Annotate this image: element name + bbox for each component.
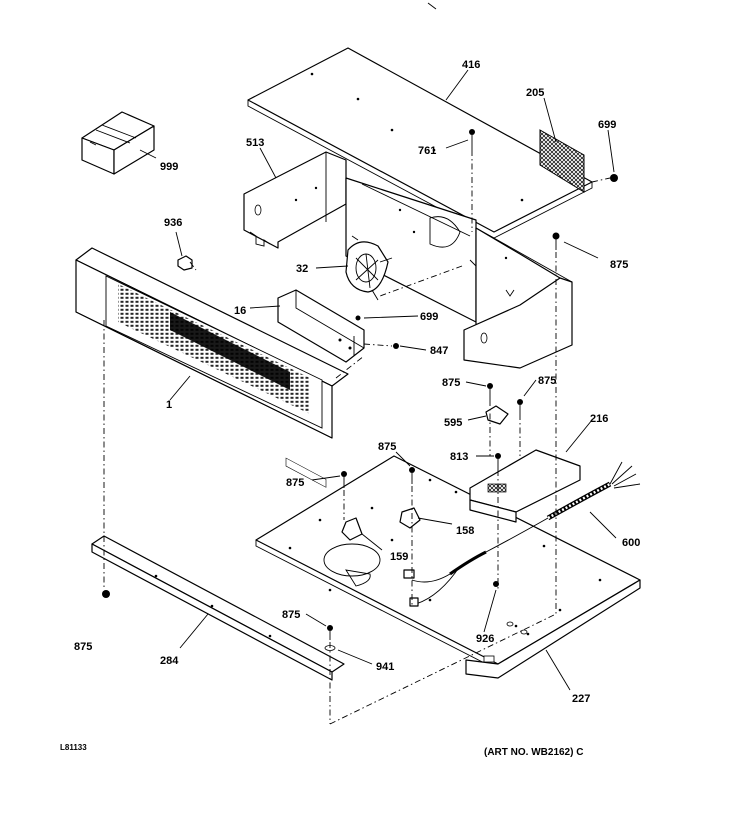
part-999-box <box>81 111 155 175</box>
screw-875-mid2 <box>517 399 523 414</box>
screw-847 <box>393 343 399 349</box>
callout-699: 699 <box>598 119 616 131</box>
callout-16: 16 <box>234 305 246 317</box>
screw-875-right <box>552 232 560 250</box>
part-chassis-wrapper <box>345 177 573 369</box>
callout-416: 416 <box>462 59 480 71</box>
part-936-clip <box>177 255 193 271</box>
callout-158: 158 <box>456 525 474 537</box>
callout-875-center: 875 <box>378 441 396 453</box>
art-number: (ART NO. WB2162) C <box>484 747 583 758</box>
callout-205: 205 <box>526 87 544 99</box>
part-16-control-board <box>277 289 365 488</box>
callout-labels: 416 205 699 999 513 761 936 875 32 16 69… <box>74 59 640 705</box>
callout-926: 926 <box>476 633 494 645</box>
callout-159: 159 <box>390 551 408 563</box>
callout-875: 875 <box>610 259 628 271</box>
callout-847: 847 <box>430 345 448 357</box>
part-284-trim-strip <box>91 535 345 681</box>
callout-284: 284 <box>160 655 179 667</box>
screw-875-mid1 <box>487 383 493 400</box>
part-227-bottom-panel <box>255 455 641 679</box>
callout-813: 813 <box>450 451 468 463</box>
corner-code: L81133 <box>60 743 87 752</box>
screw-761 <box>469 129 475 150</box>
part-513-side-panel <box>243 151 347 249</box>
callout-941: 941 <box>376 661 394 673</box>
leader-lines <box>139 69 617 691</box>
callout-875-mid2: 875 <box>538 375 556 387</box>
part-205-grille <box>539 129 585 193</box>
part-600-power-cord <box>403 461 641 607</box>
alignment-lines <box>103 150 611 725</box>
callout-999: 999 <box>160 161 178 173</box>
clip-595 <box>485 405 509 425</box>
callout-513: 513 <box>246 137 264 149</box>
screw-699-top <box>610 174 618 182</box>
callout-875-low: 875 <box>282 609 300 621</box>
callout-936: 936 <box>164 217 182 229</box>
screw-875-far-left <box>102 590 110 598</box>
callout-1: 1 <box>166 399 172 411</box>
part-216-terminal-block <box>469 449 581 523</box>
callout-761: 761 <box>418 145 436 157</box>
callout-227: 227 <box>572 693 590 705</box>
part-32-fan <box>345 235 393 301</box>
screws <box>102 129 618 651</box>
callout-875-left: 875 <box>286 477 304 489</box>
callout-875-mid1: 875 <box>442 377 460 389</box>
screw-926 <box>493 581 499 587</box>
screw-875-left <box>341 471 347 488</box>
screw-699-mid <box>355 315 361 321</box>
callout-600: 600 <box>622 537 640 549</box>
screw-875-center <box>409 467 415 484</box>
screw-813 <box>495 453 501 470</box>
part-159-bracket <box>341 517 363 541</box>
callout-216: 216 <box>590 413 608 425</box>
callout-699-mid: 699 <box>420 311 438 323</box>
callout-32: 32 <box>296 263 308 275</box>
callout-875-far-left: 875 <box>74 641 92 653</box>
screw-875-low <box>327 625 333 640</box>
part-1-control-panel <box>75 247 349 439</box>
callout-595: 595 <box>444 417 462 429</box>
